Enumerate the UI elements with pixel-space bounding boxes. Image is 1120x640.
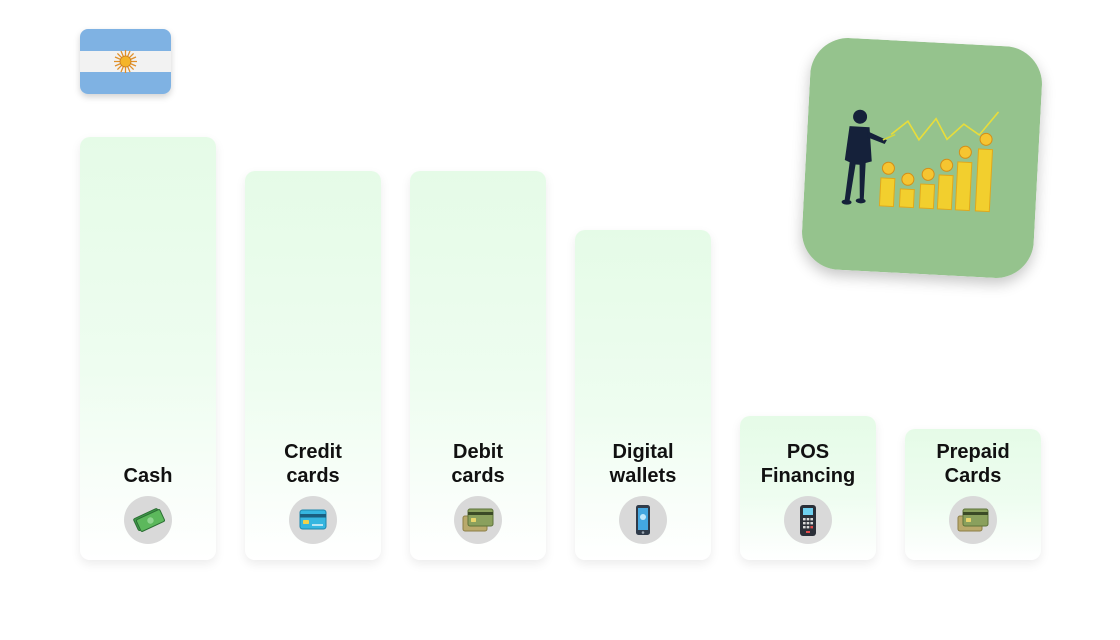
bar-label-debit-cards: Debit cards (451, 441, 505, 487)
sun-of-may-icon (114, 50, 137, 73)
bar-label-digital-wallets: Digital wallets (609, 441, 677, 487)
mobile-wallet-icon (619, 496, 667, 544)
businessman-growth-chart-icon (800, 36, 1044, 280)
bar-credit-cards (245, 171, 381, 560)
bar-debit-cards (410, 171, 546, 560)
bar-label-cash: Cash (123, 465, 173, 487)
credit-card-icon (289, 496, 337, 544)
prepaid-card-icon (949, 496, 997, 544)
bar-cash (80, 137, 216, 560)
cash-icon (124, 496, 172, 544)
argentina-flag-icon (80, 29, 171, 94)
bar-label-prepaid-cards: Prepaid Cards (936, 441, 1010, 487)
bar-label-credit-cards: Credit cards (284, 441, 342, 487)
pos-terminal-icon (784, 496, 832, 544)
debit-card-icon (454, 496, 502, 544)
bar-label-pos-financing: POS Financing (760, 441, 856, 487)
